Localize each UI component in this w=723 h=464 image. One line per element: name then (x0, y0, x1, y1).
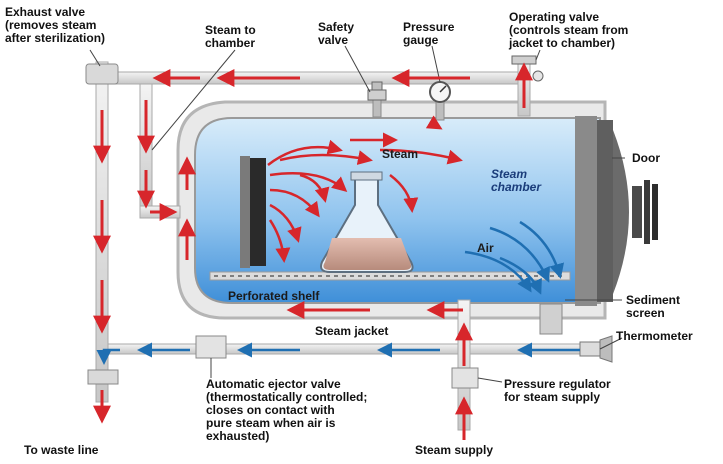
operating-valve-icon (511, 55, 544, 82)
label-operating-valve: Operating valve (controls steam from jac… (509, 10, 629, 50)
label-steam-jacket: Steam jacket (315, 324, 389, 338)
steam-inlet-baffle (240, 156, 266, 268)
label-door: Door (632, 151, 660, 165)
label-sediment-screen: Sediment screen (626, 293, 681, 320)
label-steam-to-chamber: Steam to chamber (205, 23, 256, 50)
air-flow-arrows (96, 220, 580, 365)
label-steam-supply: Steam supply (415, 443, 494, 457)
chamber-steam-arrows (267, 115, 463, 263)
label-automatic-ejector-valve: Automatic ejector valve (thermostaticall… (206, 377, 368, 443)
label-pressure-regulator: Pressure regulator for steam supply (504, 377, 611, 404)
label-to-waste-line: To waste line (24, 443, 99, 457)
flask (320, 171, 414, 273)
label-thermometer: Thermometer (616, 329, 693, 343)
steam-chamber (194, 117, 601, 304)
label-perforated-shelf: Perforated shelf (228, 289, 320, 303)
label-pressure-gauge: Pressure gauge (403, 20, 455, 47)
thermometer-icon (579, 335, 613, 363)
pressure-gauge-icon (429, 81, 451, 103)
leader-lines (89, 45, 625, 383)
label-exhaust-valve: Exhaust valve (removes steam after steri… (5, 5, 106, 45)
label-steam: Steam (382, 147, 419, 161)
safety-valve-icon (367, 81, 387, 101)
label-safety-valve: Safety valve (318, 20, 355, 47)
door (575, 116, 658, 306)
label-steam-chamber: Steam chamber (491, 167, 542, 194)
label-air: Air (477, 241, 494, 255)
steam-flow-arrows (93, 62, 533, 440)
